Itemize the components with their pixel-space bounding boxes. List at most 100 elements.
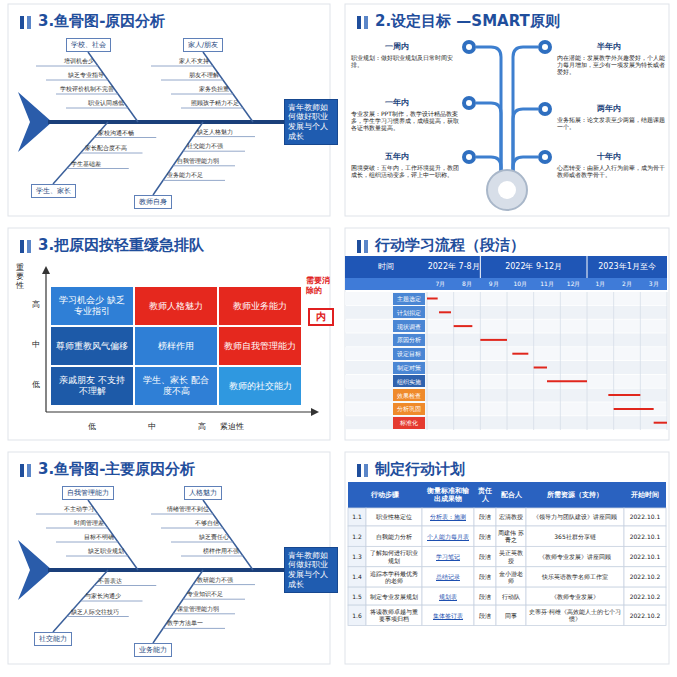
- table-cell-border: [348, 605, 366, 625]
- panel-frame: [345, 4, 669, 216]
- month-cell: 11月: [534, 278, 561, 290]
- grid-row: [345, 375, 667, 388]
- title-icon: [27, 464, 31, 477]
- table-cell: 2022.10.2: [624, 611, 666, 620]
- tree-node-dot: [538, 150, 552, 164]
- cause-label: 社交能力不强: [187, 142, 259, 149]
- panel-title: 制定行动计划: [375, 460, 465, 478]
- table-cell-border: [422, 546, 474, 566]
- cause-label: 学校评价机制不完善: [42, 85, 114, 92]
- table-header: 所需资源（支持）: [526, 482, 624, 508]
- table-cell-border: [348, 546, 366, 566]
- tree-node-dot: [466, 154, 472, 160]
- sub-bone: [171, 94, 233, 95]
- table-header: 开始时间: [624, 482, 666, 508]
- sub-bone: [67, 616, 129, 617]
- tree-node-dot: [462, 40, 476, 54]
- header-cell: 时间: [345, 256, 427, 278]
- axis-line: [46, 411, 313, 412]
- tree-branch: [476, 103, 501, 176]
- node-text: 计划拟定: [397, 309, 421, 316]
- tree-node-dot: [538, 40, 552, 54]
- grid-row: [345, 347, 667, 360]
- table-cell: 金小游老师: [496, 569, 526, 585]
- table-cell-border: [474, 546, 496, 566]
- period-heading: 一周内: [385, 42, 409, 52]
- node-text: 内: [316, 311, 326, 323]
- grid-row: [345, 416, 667, 429]
- sub-bone: [163, 180, 225, 181]
- node-text: 亲戚朋友 不支持不理解: [55, 375, 129, 397]
- table-cell-border: [496, 587, 526, 605]
- sub-bone: [173, 613, 235, 614]
- cause-label: 缺乏责任心: [157, 533, 229, 540]
- title-icon: [20, 464, 24, 477]
- grid-row: [345, 306, 667, 319]
- table-cell-border: [348, 587, 366, 605]
- grid-line: [507, 292, 508, 430]
- panel-title: 2.设定目标 —SMART原则: [375, 12, 560, 30]
- axis-title: 重要性: [16, 264, 24, 290]
- month-cell: 12月: [560, 278, 587, 290]
- node-text: 教师人格魅力: [149, 301, 203, 312]
- axis-tick: 高: [32, 300, 40, 310]
- title-icon: [20, 240, 24, 253]
- table-cell: 《教师专业发展》讲座回顾: [526, 552, 624, 561]
- title-icon: [20, 16, 24, 29]
- schedule-bar: [608, 394, 640, 396]
- header-band: [348, 482, 666, 508]
- period-heading: 半年内: [597, 42, 621, 52]
- cause-label: 家务负担重: [157, 85, 229, 92]
- node-text: 制定对策: [397, 364, 421, 371]
- table-cell: 了解如何进行职业规划: [366, 548, 422, 564]
- grid-line: [453, 292, 454, 430]
- table-cell-border: [366, 546, 422, 566]
- cause-label: 缺乏专业指导: [32, 71, 104, 78]
- table-cell-border: [526, 508, 624, 526]
- cause-label: 职业认同感低: [52, 99, 124, 106]
- sub-bone: [56, 542, 118, 543]
- node-text: 学生、家长: [36, 187, 71, 195]
- cause-label: 照顾孩子精力不足: [167, 99, 239, 106]
- cause-label: 不善表达: [98, 577, 170, 584]
- table-cell-border: [526, 605, 624, 625]
- table-cell: 1.2: [348, 532, 366, 541]
- stage-cell: 制定对策: [393, 362, 425, 374]
- sub-bone: [66, 108, 128, 109]
- cause-label: 不主动学习: [22, 505, 94, 512]
- table-cell: 快乐英语教学名师工作室: [526, 572, 624, 581]
- month-band: [345, 278, 667, 290]
- table-cell: 行动队: [496, 592, 526, 601]
- sub-bone: [183, 151, 245, 152]
- year-cell: 2022年 9-12月: [480, 256, 587, 278]
- table-cell: 段洁: [474, 611, 496, 620]
- title-icon: [364, 464, 368, 477]
- cause-label: 家校沟通不畅: [98, 129, 170, 136]
- sub-bone: [183, 599, 245, 600]
- table-cell: 段洁: [474, 532, 496, 541]
- sub-bone: [66, 556, 128, 557]
- grid-line: [587, 292, 588, 430]
- schedule-bar: [614, 408, 654, 410]
- gear: [487, 170, 527, 210]
- table-cell: 职业性格定位: [366, 512, 422, 521]
- table-grid: [348, 508, 666, 626]
- table-cell: 将读教师卓越与重要事项归档: [366, 607, 422, 623]
- node-text: 自我管理能力: [67, 489, 109, 497]
- table-cell: 段洁: [474, 512, 496, 521]
- tree-branch: [513, 109, 538, 176]
- table-cell: 宏清教授: [496, 512, 526, 521]
- node-text: 教师的社交能力: [229, 381, 292, 392]
- node-text: 榜样作用: [158, 341, 194, 352]
- stage-cell: 原因分析: [393, 334, 425, 346]
- schedule-bar: [480, 339, 507, 341]
- axis-arrow: [311, 408, 319, 416]
- period-heading: 一年内: [385, 98, 409, 108]
- cause-label: 时间管理差: [32, 519, 104, 526]
- stage-cell: 主题选定: [393, 293, 425, 305]
- cause-label: 缺乏人际交往技巧: [71, 608, 143, 615]
- table-cell-border: [348, 526, 366, 546]
- schedule-bar: [454, 325, 473, 327]
- title-icon: [357, 464, 361, 477]
- grid-row: [345, 402, 667, 415]
